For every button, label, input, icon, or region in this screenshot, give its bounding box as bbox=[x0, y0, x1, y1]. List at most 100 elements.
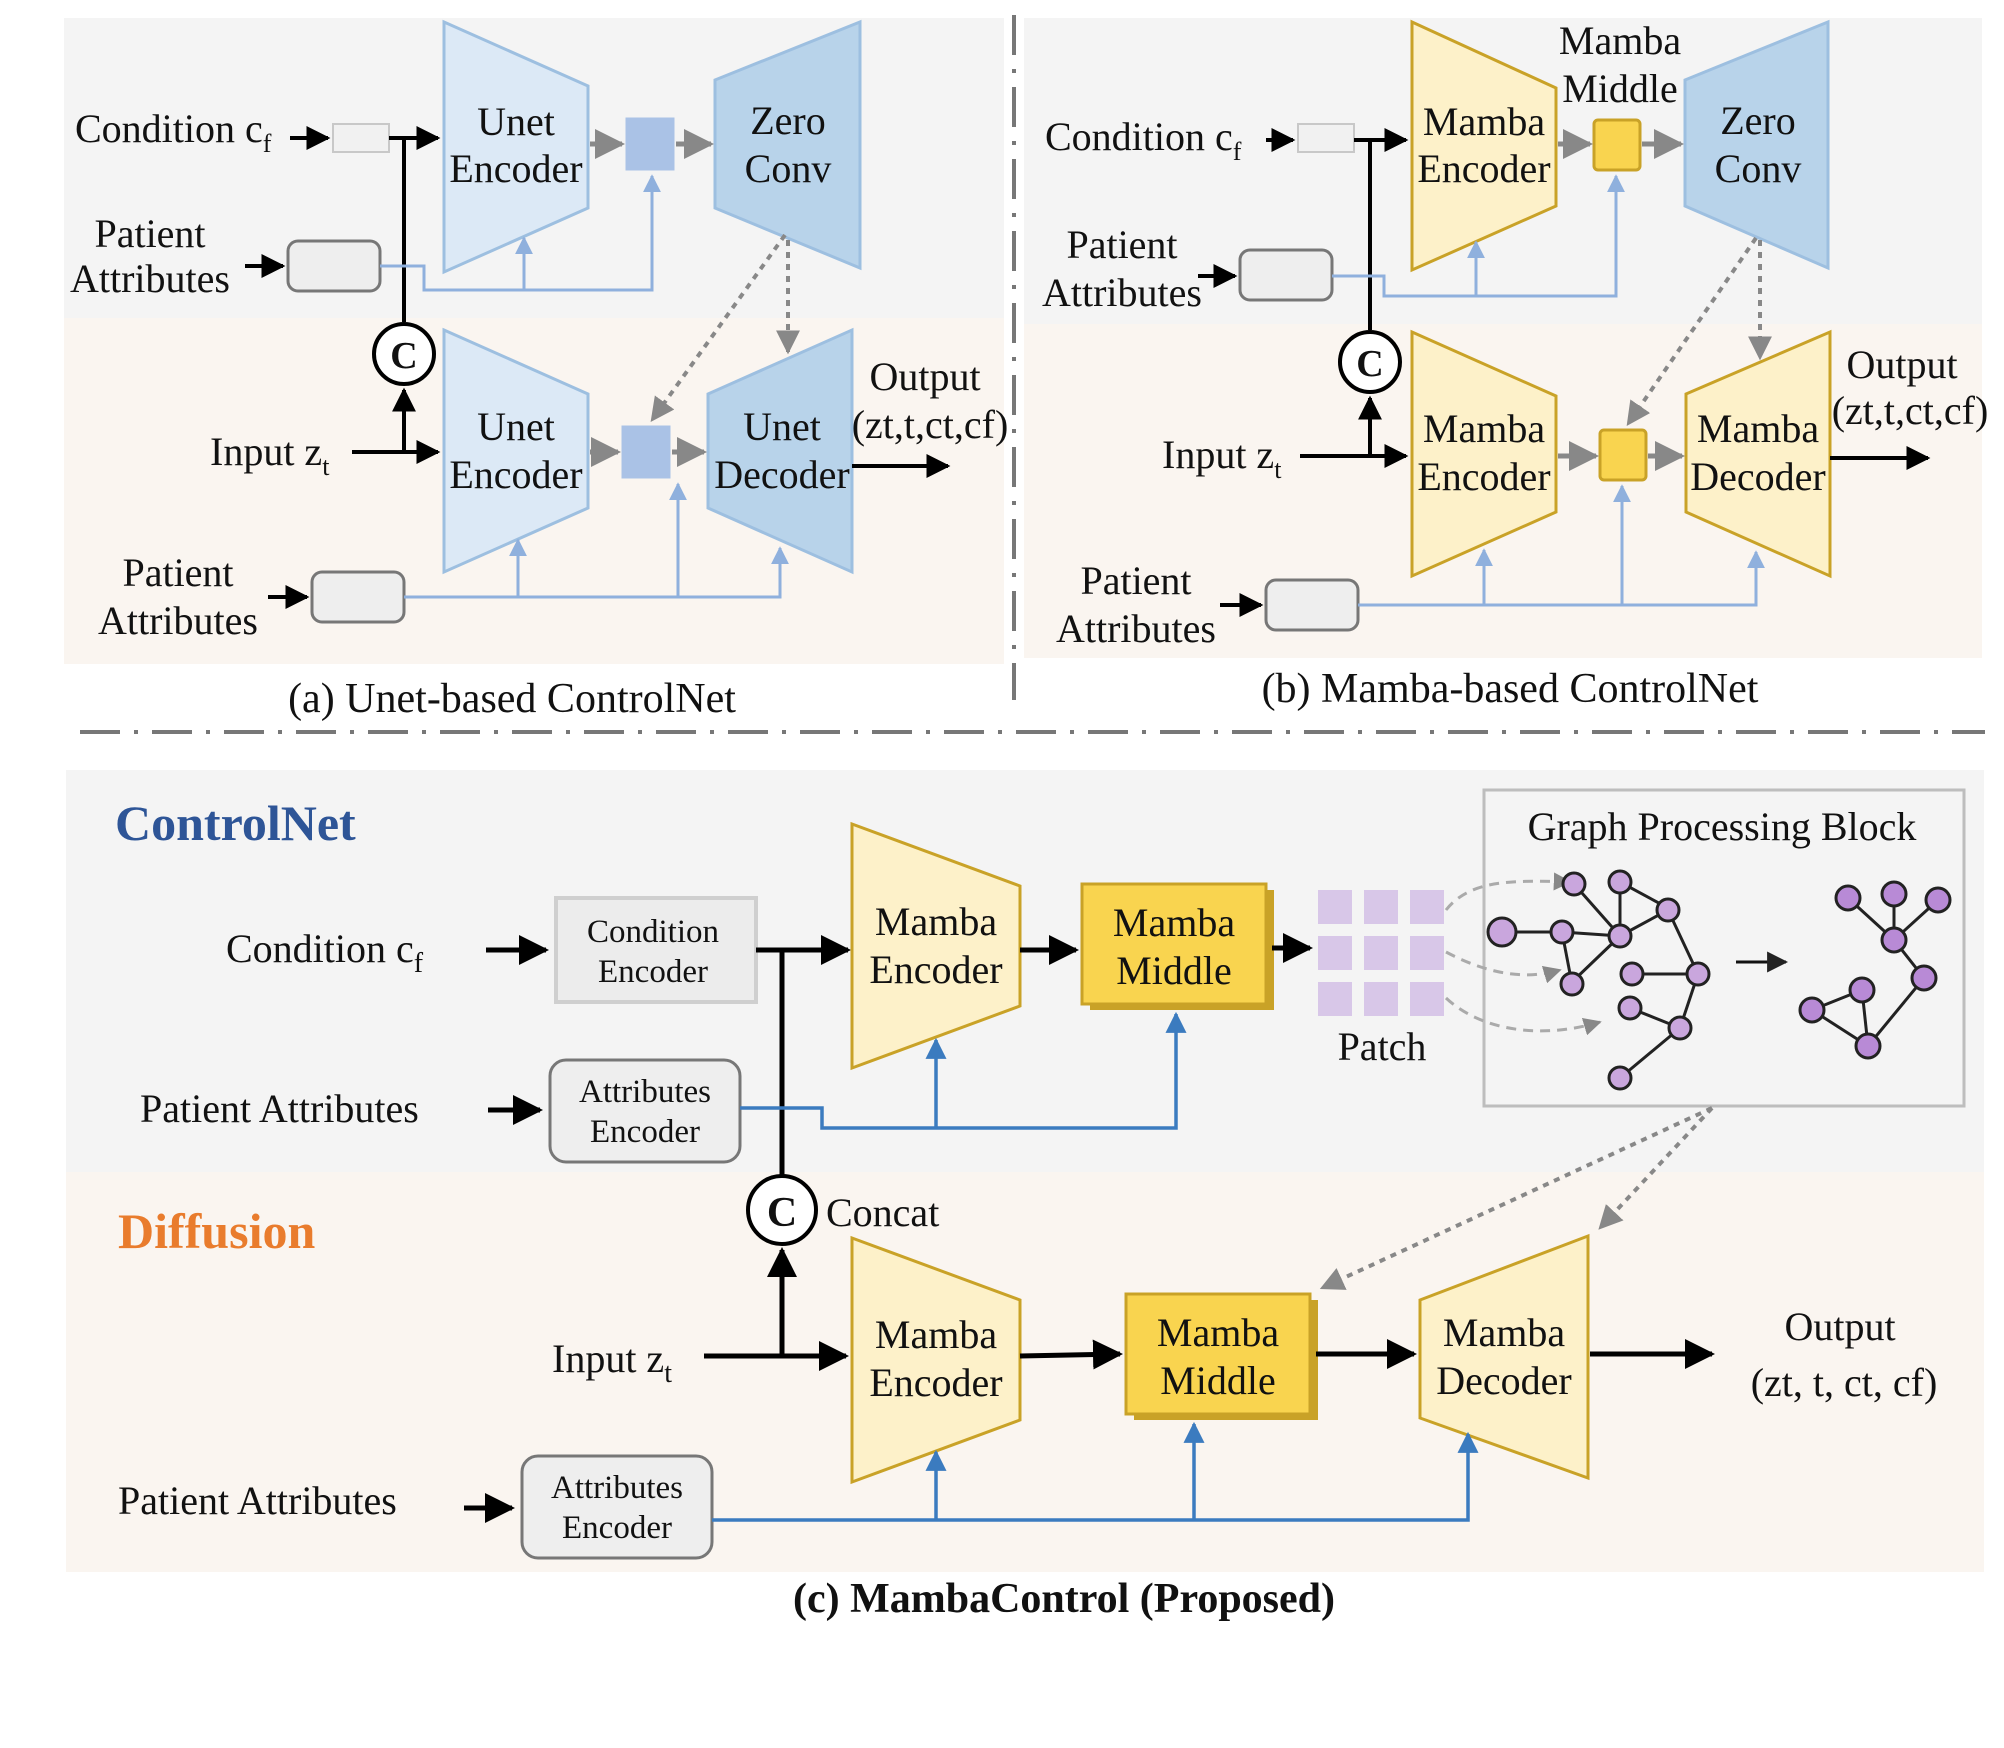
panel-a-attr-box-bottom bbox=[310, 570, 406, 624]
panel-a-concat-symbol: C bbox=[390, 335, 417, 377]
panel-b-attr-box-bottom bbox=[1264, 578, 1360, 632]
panel-b-decoder-label-1: Mamba bbox=[1697, 406, 1819, 451]
panel-b-main-middle bbox=[1598, 428, 1648, 482]
panel-b-condition-box bbox=[1297, 123, 1355, 153]
attributes-encoder-top-label-1: Attributes bbox=[579, 1074, 711, 1110]
panel-a-decoder-label-1: Unet bbox=[743, 404, 821, 449]
panel-b-control-encoder-label-2: Encoder bbox=[1417, 146, 1550, 191]
panel-c-concat-circle bbox=[746, 1174, 818, 1246]
panel-c-control-middle-label-1: Mamba bbox=[1113, 900, 1235, 945]
panel-c-control-encoder-label-2: Encoder bbox=[869, 947, 1002, 992]
panel-b-main-encoder-label-2: Encoder bbox=[1417, 454, 1550, 499]
panel-b-output-args: (zt,t,ct,cf) bbox=[1832, 388, 1989, 433]
panel-b-decoder bbox=[1684, 329, 1832, 579]
panel-a-decoder bbox=[706, 327, 854, 575]
panel-c-main-encoder-label-2: Encoder bbox=[869, 1360, 1002, 1405]
patch-grid bbox=[1318, 890, 1444, 1016]
panel-a-caption: (a) Unet-based ControlNet bbox=[288, 676, 736, 722]
panel-c-output-label: Output bbox=[1784, 1304, 1895, 1349]
panel-a-decoder-label-2: Decoder bbox=[714, 452, 849, 497]
panel-a-condition-box bbox=[332, 123, 390, 153]
panel-b-control-encoder bbox=[1410, 19, 1558, 273]
condition-encoder-label-2: Encoder bbox=[598, 954, 708, 990]
panel-a-output-args: (zt,t,ct,cf) bbox=[852, 402, 1009, 447]
panel-a-zero-conv bbox=[713, 19, 862, 271]
panel-c-decoder-label-1: Mamba bbox=[1443, 1310, 1565, 1355]
panel-c-control-encoder bbox=[850, 821, 1022, 1071]
panel-b-decoder-label-2: Decoder bbox=[1690, 454, 1825, 499]
panel-c-diffusion-bg bbox=[66, 1172, 1984, 1572]
panel-b-attr-box-top bbox=[1238, 248, 1334, 302]
panel-a-zero-conv-label-2: Conv bbox=[745, 146, 832, 191]
input-graph-icon bbox=[1486, 869, 1711, 1091]
panel-c-patient-attr-label-top: Patient Attributes bbox=[140, 1086, 419, 1131]
controlnet-title: ControlNet bbox=[115, 795, 356, 851]
panel-b-condition-label: Condition cf bbox=[1045, 114, 1242, 166]
panel-a-patient-attr2-label-1: Patient bbox=[122, 550, 233, 595]
panel-a-attr-box-top bbox=[286, 239, 382, 293]
panel-c-main-encoder-label-1: Mamba bbox=[875, 1312, 997, 1357]
attributes-encoder-top bbox=[548, 1058, 742, 1164]
panel-b-middle-label-2: Middle bbox=[1562, 66, 1678, 111]
panel-b-patient-attr-label-1: Patient bbox=[1066, 222, 1177, 267]
panel-b-main-encoder bbox=[1410, 329, 1558, 579]
panel-b: Condition cf Patient Attributes Input zt… bbox=[1024, 18, 1988, 712]
panel-b-control-encoder-label-1: Mamba bbox=[1423, 99, 1545, 144]
graph-processing-title: Graph Processing Block bbox=[1528, 804, 1917, 849]
attributes-encoder-bottom-label-2: Encoder bbox=[562, 1510, 672, 1546]
panel-c-main-middle-label-2: Middle bbox=[1160, 1358, 1276, 1403]
concat-label: Concat bbox=[826, 1190, 939, 1235]
panel-a-main-encoder-label-2: Encoder bbox=[449, 452, 582, 497]
panel-a-control-encoder-label-2: Encoder bbox=[449, 146, 582, 191]
panel-a-output-label: Output bbox=[869, 354, 980, 399]
attributes-encoder-top-label-2: Encoder bbox=[590, 1114, 700, 1150]
panel-a-control-encoder bbox=[442, 19, 590, 275]
panel-a-control-encoder-label-1: Unet bbox=[477, 99, 555, 144]
panel-c-control-encoder-label-1: Mamba bbox=[875, 899, 997, 944]
panel-a-patient-attr-label-1: Patient bbox=[94, 211, 205, 256]
output-graph-icon bbox=[1798, 880, 1952, 1060]
attributes-encoder-bottom-label-1: Attributes bbox=[551, 1470, 683, 1506]
panel-c-input-label: Input zt bbox=[552, 1336, 672, 1389]
panel-a-main-encoder-label-1: Unet bbox=[477, 404, 555, 449]
panel-a-control-middle bbox=[625, 117, 675, 171]
panel-c-main-middle bbox=[1124, 1292, 1312, 1416]
panel-c-caption: (c) MambaControl (Proposed) bbox=[793, 1576, 1335, 1622]
panel-b-concat-symbol: C bbox=[1356, 343, 1383, 385]
diffusion-title: Diffusion bbox=[118, 1203, 315, 1259]
panel-a-zero-conv-label-1: Zero bbox=[750, 98, 826, 143]
panel-c-main-encoder bbox=[850, 1235, 1022, 1485]
panel-b-caption: (b) Mamba-based ControlNet bbox=[1262, 666, 1759, 712]
condition-encoder-box bbox=[554, 896, 758, 1004]
panel-c: ControlNet Diffusion Condition cf Condit… bbox=[66, 770, 1984, 1622]
panel-b-middle-label-1: Mamba bbox=[1559, 18, 1681, 63]
panel-c-decoder-label-2: Decoder bbox=[1436, 1358, 1571, 1403]
panel-c-condition-label: Condition cf bbox=[226, 926, 424, 979]
panel-a-patient-attr-label-2: Attributes bbox=[70, 256, 230, 301]
condition-encoder-label-1: Condition bbox=[587, 914, 719, 950]
panel-b-main-encoder-label-1: Mamba bbox=[1423, 406, 1545, 451]
panel-a-patient-attr2-label-2: Attributes bbox=[98, 598, 258, 643]
panel-a-main-encoder bbox=[442, 327, 590, 575]
panel-b-output-label: Output bbox=[1846, 342, 1957, 387]
panel-c-concat-symbol: C bbox=[767, 1190, 797, 1236]
panel-c-decoder bbox=[1418, 1233, 1590, 1481]
panel-a-concat-circle bbox=[372, 322, 436, 386]
panel-c-control-middle-label-2: Middle bbox=[1116, 948, 1232, 993]
panel-b-patient-attr2-label-2: Attributes bbox=[1056, 606, 1216, 651]
panel-a: Condition cf Patient Attributes Input zt… bbox=[64, 18, 1008, 722]
panel-b-patient-attr2-label-1: Patient bbox=[1080, 558, 1191, 603]
graph-processing-block bbox=[1482, 788, 1966, 1108]
patch-label: Patch bbox=[1338, 1024, 1427, 1069]
panel-b-zero-conv bbox=[1683, 19, 1830, 271]
panel-b-concat-circle bbox=[1338, 330, 1402, 394]
panel-c-control-middle bbox=[1080, 882, 1268, 1006]
panel-b-input-label: Input zt bbox=[1162, 432, 1282, 484]
panel-c-output-args: (zt, t, ct, cf) bbox=[1751, 1360, 1938, 1405]
panel-a-input-label: Input zt bbox=[210, 429, 330, 481]
panel-b-patient-attr-label-2: Attributes bbox=[1042, 270, 1202, 315]
panel-c-main-middle-label-1: Mamba bbox=[1157, 1310, 1279, 1355]
panel-a-condition-label: Condition cf bbox=[75, 106, 272, 158]
